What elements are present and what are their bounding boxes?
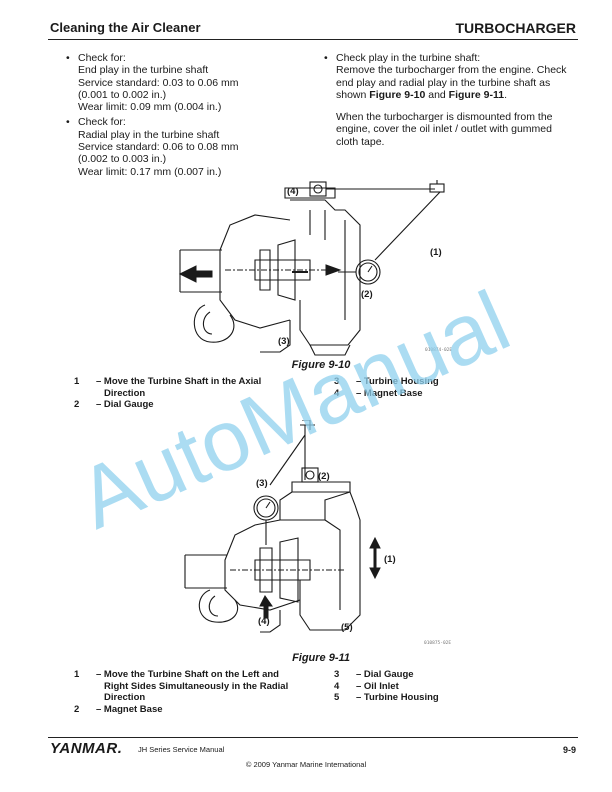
legend-number: 1	[74, 376, 80, 387]
legend-number: 3	[334, 376, 340, 387]
fig11-callout-1: (1)	[384, 554, 396, 565]
legend-item: 4 – Magnet Base	[334, 388, 534, 400]
figure-reference-9-11[interactable]: Figure 9-11	[448, 88, 505, 101]
figure-9-10-legend-left: 1 – Move the Turbine Shaft in the Axial …	[74, 376, 314, 411]
bullet-radial-play: Check for: Radial play in the turbine sh…	[64, 116, 304, 177]
bullet-line: Wear limit: 0.09 mm (0.004 in.)	[78, 101, 222, 114]
page-number: 9-9	[562, 745, 576, 755]
bullet-check-play: Check play in the turbine shaft: Remove …	[322, 52, 582, 101]
legend-number: 3	[334, 669, 340, 680]
legend-number: 5	[334, 692, 340, 703]
fig11-image-code: 010875-02E	[424, 641, 452, 646]
legend-text: – Oil Inlet	[356, 680, 399, 692]
bullet-line: (0.002 to 0.003 in.)	[78, 153, 167, 166]
legend-number: 4	[334, 387, 340, 399]
yanmar-logo: YANMAR.	[50, 740, 123, 757]
bullet-line: Radial play in the turbine shaft	[78, 128, 220, 141]
figure-9-10-caption: Figure 9-10	[291, 359, 351, 371]
fig10-callout-1: (1)	[430, 247, 442, 258]
figure-9-10-illustration	[178, 180, 445, 356]
copyright: © 2009 Yanmar Marine International	[245, 760, 367, 769]
bullet-line: Check for:	[78, 52, 126, 64]
text-span: .	[504, 88, 508, 101]
chapter-title: TURBOCHARGER	[455, 20, 576, 36]
legend-item: 5 – Turbine Housing	[334, 692, 534, 704]
bullet-line: Service standard: 0.03 to 0.06 mm	[78, 76, 239, 89]
fig11-callout-4: (4)	[258, 616, 270, 627]
legend-number: 2	[74, 703, 80, 715]
figure-reference-9-10[interactable]: Figure 9-10	[369, 88, 426, 101]
note-line: When the turbocharger is dismounted from…	[336, 111, 553, 124]
dismount-note: When the turbocharger is dismounted from…	[322, 111, 582, 148]
text-span: and	[425, 88, 449, 101]
legend-text: – Magnet Base	[356, 387, 423, 399]
legend-number: 4	[334, 680, 340, 692]
legend-number: 2	[74, 399, 80, 410]
legend-text: – Move the Turbine Shaft on the Left and	[96, 669, 279, 680]
bullet-line: shown Figure 9-10 and Figure 9-11.	[336, 89, 582, 101]
figure-9-11-legend-right: 3 – Dial Gauge 4 – Oil Inlet 5 – Turbine…	[334, 669, 534, 704]
legend-text: – Turbine Housing	[356, 376, 439, 387]
fig10-callout-4: (4)	[287, 186, 299, 197]
legend-text: – Dial Gauge	[96, 399, 154, 410]
bullet-line: end play and radial play in the turbine …	[336, 76, 551, 89]
legend-item: 1 – Move the Turbine Shaft on the Left a…	[74, 669, 319, 704]
bullet-end-play: Check for: End play in the turbine shaft…	[64, 52, 304, 113]
legend-item: 2 – Magnet Base	[74, 704, 319, 716]
fig11-callout-2: (2)	[318, 471, 330, 482]
bullet-line: Service standard: 0.06 to 0.08 mm	[78, 141, 239, 154]
figure-9-11-illustration	[184, 420, 381, 633]
header-rule	[48, 39, 578, 40]
note-line: engine, cover the oil inlet / outlet wit…	[336, 123, 552, 136]
text-span: shown	[336, 88, 370, 101]
bullet-line: Remove the turbocharger from the engine.…	[336, 64, 567, 77]
bullet-line: End play in the turbine shaft	[78, 64, 209, 77]
legend-item: 3 – Turbine Housing	[334, 376, 534, 388]
figure-9-11-legend-left: 1 – Move the Turbine Shaft on the Left a…	[74, 669, 319, 715]
fig10-callout-3: (3)	[278, 336, 290, 347]
manual-title: JH Series Service Manual	[138, 745, 225, 754]
legend-text: – Magnet Base	[96, 703, 163, 715]
legend-item: 4 – Oil Inlet	[334, 681, 534, 693]
legend-number: 1	[74, 669, 80, 680]
bullet-line: Check for:	[78, 116, 126, 129]
bullet-line: (0.001 to 0.002 in.)	[78, 88, 167, 101]
legend-text: Right Sides Simultaneously in the Radial	[104, 680, 289, 692]
right-column: Check play in the turbine shaft: Remove …	[322, 52, 582, 148]
figure-9-10-legend-right: 3 – Turbine Housing 4 – Magnet Base	[334, 376, 534, 399]
note-line: cloth tape.	[336, 135, 385, 148]
legend-item: 2 – Dial Gauge	[74, 399, 314, 411]
fig10-callout-2: (2)	[361, 289, 373, 300]
left-column: Check for: End play in the turbine shaft…	[64, 52, 304, 181]
legend-text: Direction	[104, 387, 146, 399]
legend-item: 3 – Dial Gauge	[334, 669, 534, 681]
figure-9-11-caption: Figure 9-11	[292, 652, 350, 664]
fig11-callout-5: (5)	[341, 622, 353, 633]
legend-text: – Dial Gauge	[356, 669, 414, 680]
legend-text: – Turbine Housing	[356, 692, 439, 703]
footer-rule	[48, 737, 578, 738]
bullet-line: Wear limit: 0.17 mm (0.007 in.)	[78, 165, 222, 178]
legend-text: – Move the Turbine Shaft in the Axial	[96, 376, 262, 387]
fig11-callout-3: (3)	[256, 478, 268, 489]
bullet-line: Check play in the turbine shaft:	[336, 52, 481, 64]
fig10-image-code: 010874-02E	[425, 348, 453, 353]
section-title: Cleaning the Air Cleaner	[50, 20, 201, 35]
legend-text: Direction	[104, 692, 146, 703]
legend-item: 1 – Move the Turbine Shaft in the Axial …	[74, 376, 314, 399]
